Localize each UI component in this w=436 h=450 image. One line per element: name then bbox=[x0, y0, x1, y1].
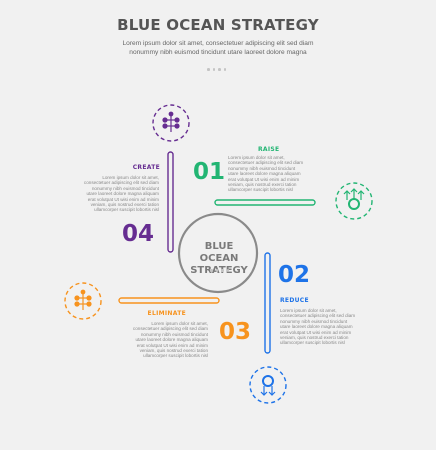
page-title: BLUE OCEAN STRATEGY bbox=[117, 16, 319, 34]
page-subtitle: Lorem ipsum dolor sit amet, consectetuer… bbox=[122, 40, 314, 56]
reduce-connector-bar bbox=[264, 252, 271, 354]
network-gears-icon bbox=[74, 289, 92, 310]
raise-number: 01 bbox=[193, 159, 226, 185]
center-title-line2: STRATEGY bbox=[190, 265, 248, 276]
center-dots bbox=[210, 269, 230, 272]
create-icon-ring bbox=[152, 104, 190, 142]
create-label: CREATE bbox=[132, 164, 160, 171]
raise-icon-ring bbox=[335, 182, 373, 220]
eliminate-connector-bar bbox=[118, 297, 220, 304]
reduce-number: 02 bbox=[278, 262, 311, 288]
eliminate-label: ELIMINATE bbox=[147, 310, 186, 317]
raise-description: Lorem ipsum dolor sit amet, consectetuer… bbox=[228, 155, 304, 193]
eliminate-number: 03 bbox=[219, 319, 252, 345]
create-connector-bar bbox=[167, 151, 174, 253]
center-title-line1: BLUE OCEAN bbox=[199, 241, 239, 264]
center-title: BLUE OCEAN STRATEGY bbox=[184, 241, 254, 277]
eliminate-description: Lorem ipsum dolor sit amet, consectetuer… bbox=[132, 321, 208, 359]
center-ring bbox=[177, 212, 259, 294]
gear-arrows-up-icon bbox=[343, 188, 365, 210]
create-number: 04 bbox=[122, 221, 155, 247]
raise-connector-bar bbox=[214, 199, 316, 206]
raise-label: RAISE bbox=[258, 146, 280, 153]
create-description: Lorem ipsum dolor sit amet, consectetuer… bbox=[83, 175, 159, 213]
reduce-icon-ring bbox=[249, 366, 287, 404]
header-dots bbox=[207, 68, 227, 71]
reduce-label: REDUCE bbox=[280, 297, 309, 304]
gear-arrows-down-icon bbox=[260, 375, 276, 396]
eliminate-icon-ring bbox=[64, 282, 102, 320]
network-nodes-icon bbox=[162, 111, 180, 132]
reduce-description: Lorem ipsum dolor sit amet, consectetuer… bbox=[280, 308, 356, 346]
